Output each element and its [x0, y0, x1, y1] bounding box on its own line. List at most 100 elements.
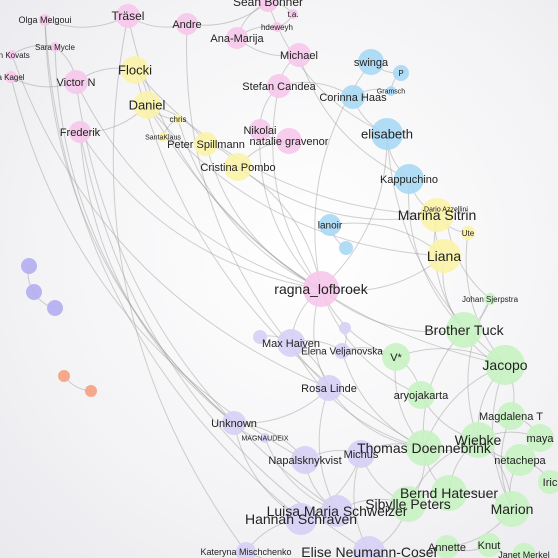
- node-knut[interactable]: [477, 533, 501, 557]
- edge: [44, 19, 302, 520]
- node-gramsch[interactable]: [386, 86, 396, 96]
- node-cristina[interactable]: [224, 153, 252, 181]
- edge: [205, 143, 322, 290]
- node-ta[interactable]: [288, 9, 298, 19]
- node-stefan[interactable]: [267, 74, 291, 98]
- node-andre[interactable]: [176, 13, 198, 35]
- node-flocki[interactable]: [121, 56, 149, 84]
- node-saramycle[interactable]: [50, 42, 60, 52]
- node-olga[interactable]: [39, 14, 51, 26]
- node-swinga[interactable]: [358, 49, 384, 75]
- node-hdeweyh[interactable]: [272, 22, 282, 32]
- node-johan[interactable]: [484, 293, 496, 305]
- node-maxhaiven[interactable]: [277, 329, 305, 357]
- node-ragna[interactable]: [303, 271, 339, 307]
- node-elena[interactable]: [334, 343, 350, 359]
- node-rosa[interactable]: [316, 375, 342, 401]
- node-label-annette: Annette: [428, 542, 466, 554]
- node-label-marion: Marion: [491, 501, 534, 517]
- node-iric[interactable]: [538, 470, 558, 494]
- node-maya[interactable]: [526, 424, 554, 452]
- node-label-santaklaus: SantaKlaus: [145, 134, 181, 141]
- node-bluesmall[interactable]: [339, 241, 353, 255]
- node-trasel[interactable]: [116, 4, 140, 28]
- node-victorn[interactable]: [64, 70, 88, 94]
- node-elise[interactable]: [353, 536, 385, 558]
- node-wiebke[interactable]: [460, 422, 496, 458]
- node-daniel[interactable]: [133, 91, 161, 119]
- node-brother[interactable]: [446, 312, 482, 348]
- edge: [298, 54, 410, 180]
- edge: [54, 46, 235, 424]
- edge: [112, 15, 247, 553]
- node-label-michus: Michus: [344, 449, 379, 461]
- edge: [79, 131, 235, 424]
- node-berndh[interactable]: [431, 475, 467, 511]
- node-marina[interactable]: [420, 198, 454, 232]
- edge: [408, 178, 465, 331]
- node-peter[interactable]: [194, 132, 218, 156]
- node-chris[interactable]: [173, 114, 183, 124]
- edge: [237, 166, 322, 290]
- node-frederik[interactable]: [69, 121, 91, 143]
- node-nikolai[interactable]: [249, 119, 271, 141]
- edge: [259, 129, 322, 290]
- node-lavsmall[interactable]: [253, 330, 267, 344]
- node-p[interactable]: [393, 65, 409, 81]
- node-napal[interactable]: [291, 446, 319, 474]
- node-corinna[interactable]: [341, 85, 365, 109]
- node-kappuchino[interactable]: [394, 164, 424, 194]
- node-elisabeth[interactable]: [371, 118, 403, 150]
- node-kovats[interactable]: [7, 50, 17, 60]
- node-label-liana: Liana: [427, 248, 461, 264]
- node-michael[interactable]: [287, 43, 311, 67]
- node-iso5[interactable]: [85, 385, 97, 397]
- node-hannah[interactable]: [285, 503, 317, 535]
- node-lavsmall2[interactable]: [339, 322, 351, 334]
- node-label-iric: Iric: [543, 477, 558, 489]
- node-label-daniel: Daniel: [129, 98, 166, 113]
- node-label-kagel: a Kagel: [0, 73, 25, 82]
- node-label-brother: Brother Tuck: [424, 322, 504, 338]
- node-v[interactable]: [382, 343, 410, 371]
- node-natalie[interactable]: [276, 128, 302, 154]
- node-iso2[interactable]: [26, 284, 42, 300]
- node-ute[interactable]: [461, 226, 475, 240]
- node-janet[interactable]: [512, 543, 536, 558]
- node-label-napal: Napalsknykvist: [268, 455, 341, 467]
- node-label-wiebke: Wiebke: [455, 432, 502, 448]
- node-iso3[interactable]: [47, 300, 63, 316]
- edge: [134, 69, 425, 449]
- node-label-thomas: Thomas Doennebrink: [357, 440, 492, 456]
- node-kagel[interactable]: [5, 71, 17, 83]
- node-liana[interactable]: [427, 239, 461, 273]
- node-luisa[interactable]: [321, 495, 353, 527]
- node-label-elisabeth: elisabeth: [361, 127, 413, 142]
- node-lanoir[interactable]: [319, 214, 341, 236]
- node-sean[interactable]: [258, 0, 278, 12]
- node-magnaudeix[interactable]: [260, 433, 270, 443]
- node-sibylle[interactable]: [390, 486, 426, 522]
- node-anamarija[interactable]: [226, 27, 248, 49]
- node-kateryna[interactable]: [236, 542, 256, 558]
- node-annette[interactable]: [435, 535, 459, 558]
- node-label-lanoir: lanoir: [318, 221, 343, 232]
- node-iso1[interactable]: [21, 258, 37, 274]
- node-label-chris: chris: [170, 115, 187, 124]
- node-santaklaus[interactable]: [158, 132, 168, 142]
- node-label-kateryna: Kateryna Mischchenko: [200, 547, 291, 557]
- node-label-corinna: Corinna Haas: [319, 92, 387, 104]
- node-netachepa[interactable]: [504, 444, 536, 476]
- node-marion[interactable]: [494, 491, 530, 527]
- edge: [79, 131, 370, 553]
- node-label-janet: Janet Merkel: [498, 550, 550, 558]
- node-iso4[interactable]: [58, 370, 70, 382]
- node-michus[interactable]: [347, 440, 375, 468]
- node-magdalena[interactable]: [497, 402, 525, 430]
- node-jacopo[interactable]: [485, 345, 525, 385]
- node-thomas[interactable]: [406, 430, 442, 466]
- node-unknown[interactable]: [222, 411, 246, 435]
- node-aryo[interactable]: [407, 381, 435, 409]
- node-label-peter: Peter Spillmann: [167, 139, 245, 151]
